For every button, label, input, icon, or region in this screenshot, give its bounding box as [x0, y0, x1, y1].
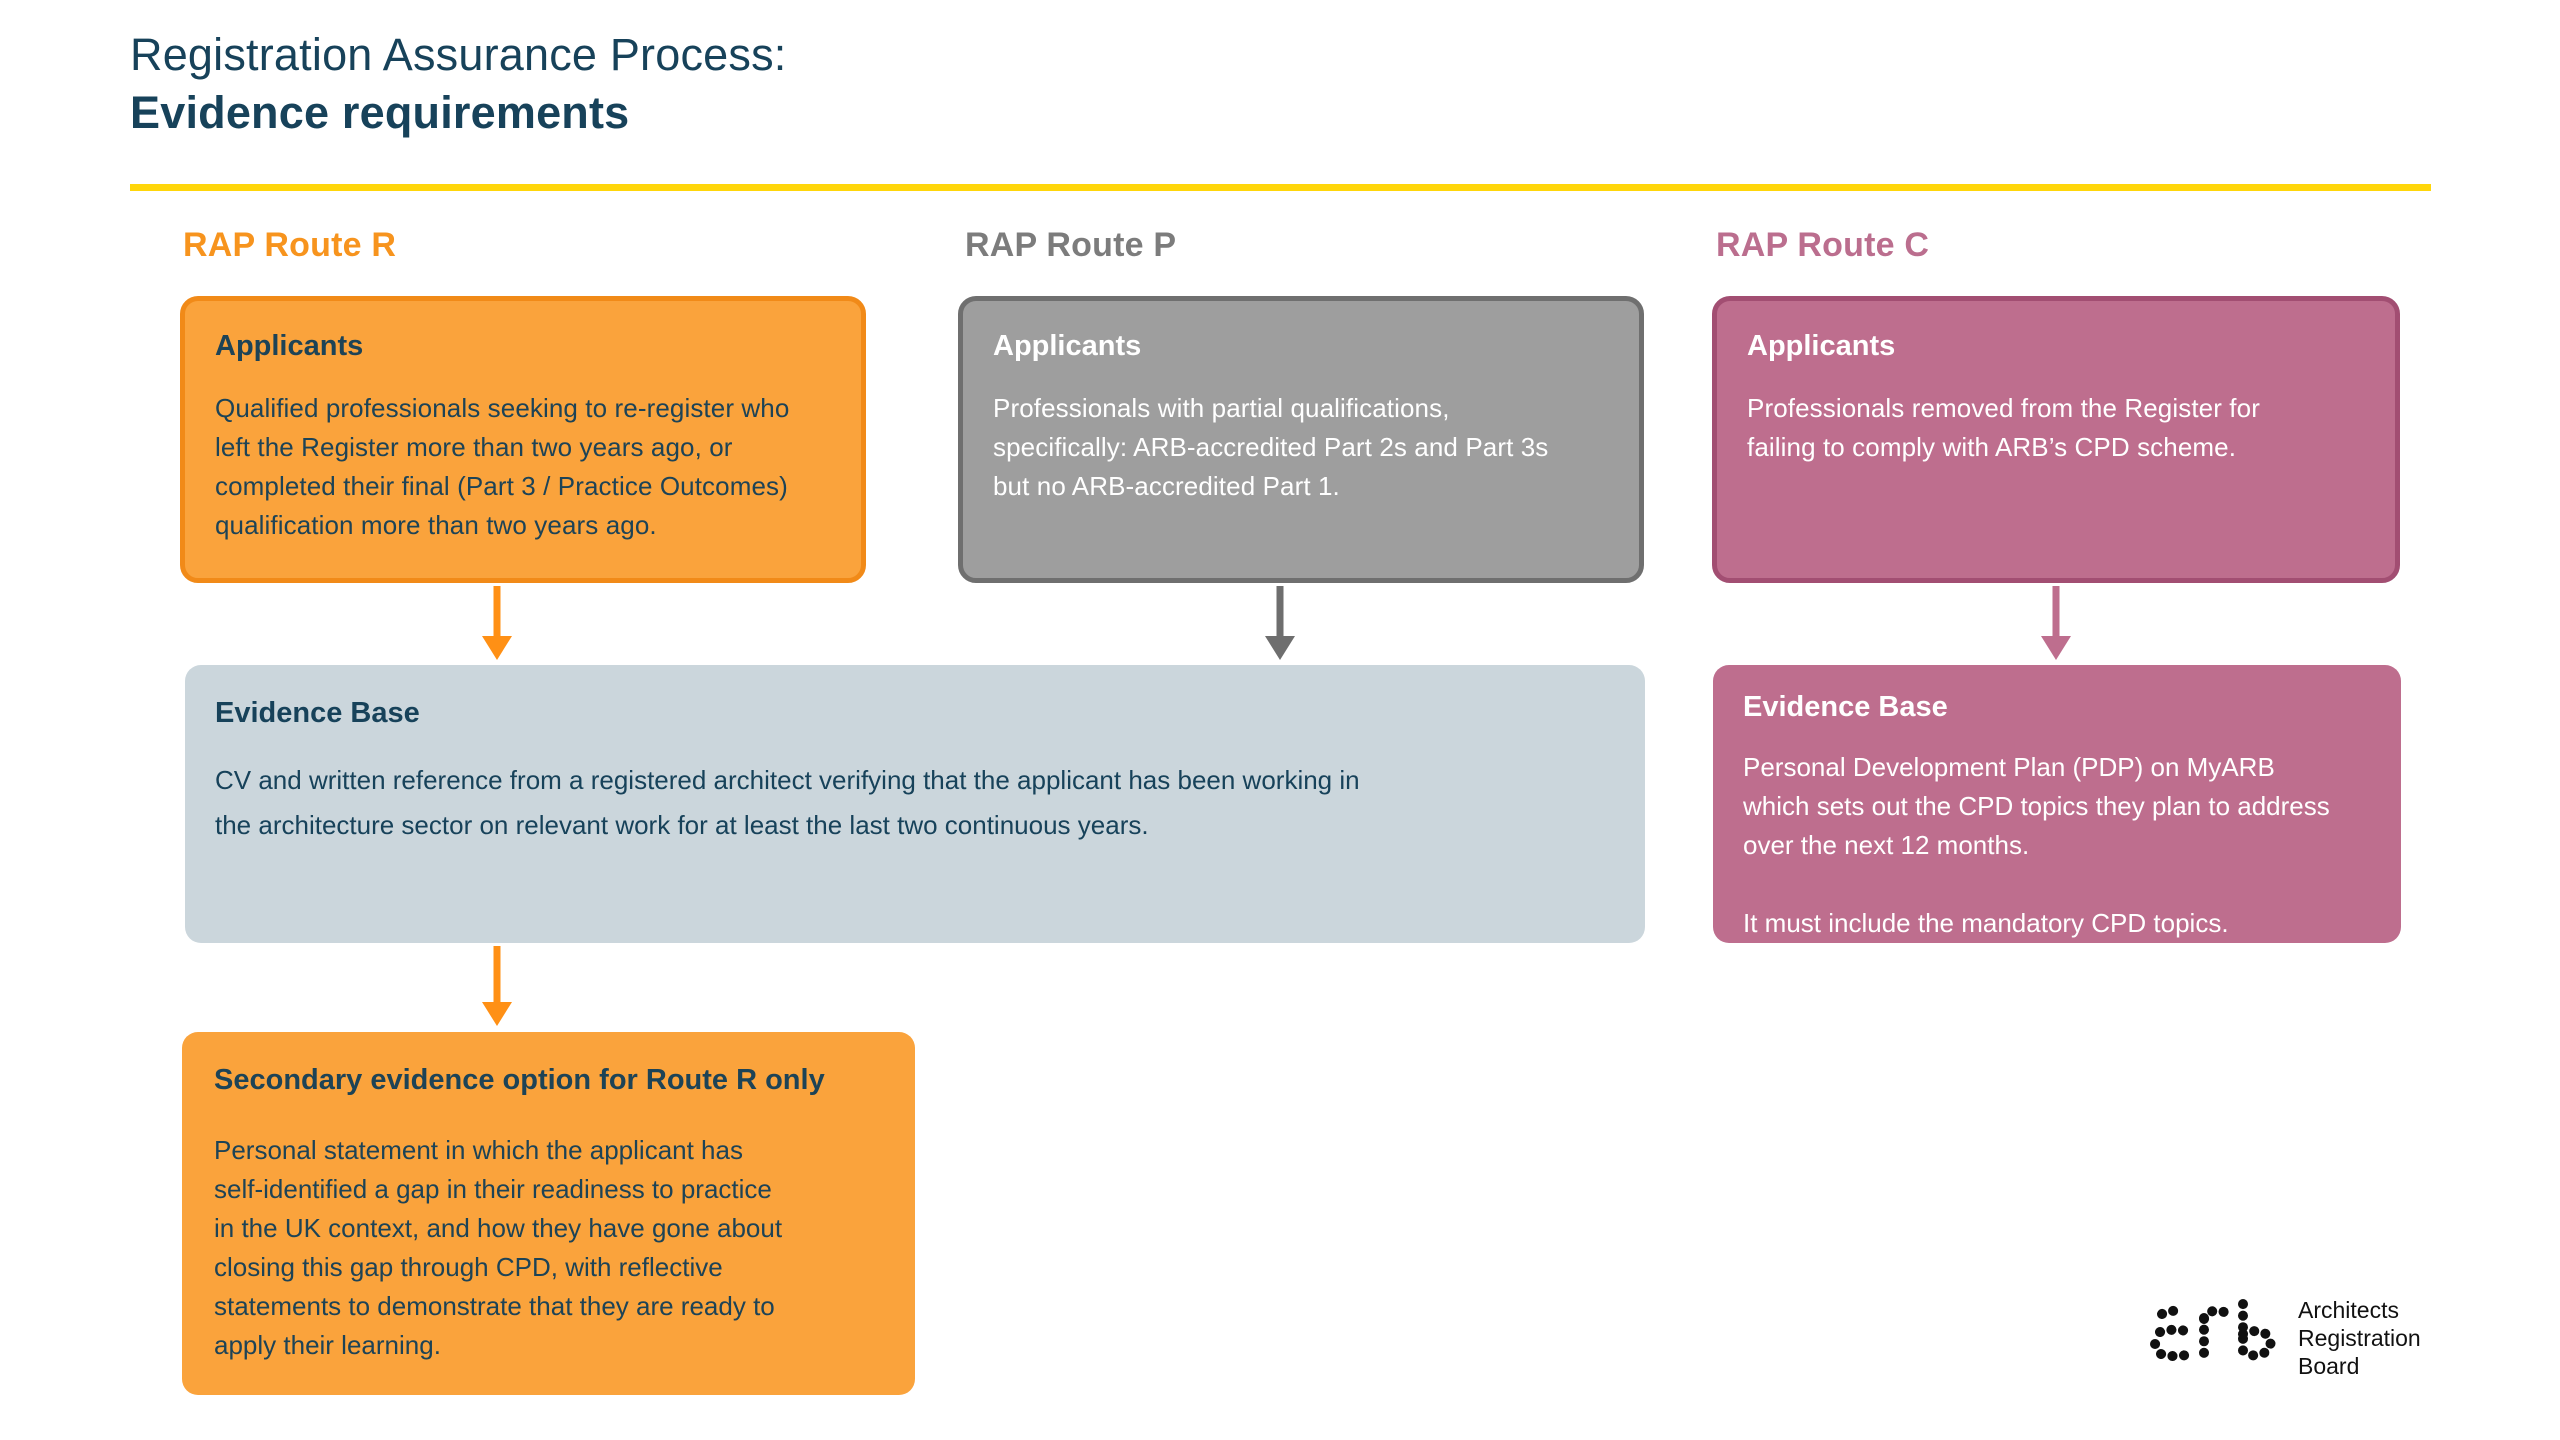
arb-logo-text: Architects Registration Board	[2298, 1296, 2421, 1380]
applicants-body-route-p: Professionals with partial qualification…	[993, 393, 1549, 501]
evidence-base-body-main: CV and written reference from a register…	[215, 765, 1360, 840]
down-arrow-icon-route-c	[2039, 586, 2073, 664]
secondary-evidence-body: Personal statement in which the applican…	[214, 1135, 783, 1360]
page-title-line2: Evidence requirements	[130, 87, 630, 138]
arb-logo-text-line2: Registration	[2298, 1325, 2421, 1351]
applicants-heading-route-c: Applicants	[1747, 330, 1896, 362]
evidence-base-heading-main: Evidence Base	[215, 697, 420, 729]
applicants-heading-route-r: Applicants	[215, 330, 364, 362]
evidence-base-box-main: Evidence Base CV and written reference f…	[185, 665, 1645, 943]
applicants-heading-route-p: Applicants	[993, 330, 1142, 362]
column-header-route-c: RAP Route C	[1716, 226, 1930, 264]
applicants-box-route-p: Applicants Professionals with partial qu…	[958, 296, 1644, 583]
secondary-evidence-box: Secondary evidence option for Route R on…	[182, 1032, 915, 1395]
column-header-route-p: RAP Route P	[965, 226, 1177, 264]
yellow-divider-rule	[130, 184, 2431, 191]
column-header-route-r: RAP Route R	[183, 226, 397, 264]
arb-logo-text-line3: Board	[2298, 1353, 2360, 1379]
applicants-box-route-r: Applicants Qualified professionals seeki…	[180, 296, 866, 583]
arb-logo-text-line1: Architects	[2298, 1297, 2399, 1323]
applicants-box-route-c: Applicants Professionals removed from th…	[1712, 296, 2400, 583]
arb-logo-mark-icon	[2150, 1297, 2282, 1380]
applicants-body-route-c: Professionals removed from the Register …	[1747, 393, 2260, 462]
down-arrow-icon-route-p	[1263, 586, 1297, 664]
secondary-evidence-heading: Secondary evidence option for Route R on…	[214, 1064, 825, 1096]
evidence-base-box-route-c: Evidence Base Personal Development Plan …	[1713, 665, 2401, 943]
down-arrow-icon-secondary	[480, 946, 514, 1030]
applicants-body-route-r: Qualified professionals seeking to re-re…	[215, 393, 790, 540]
evidence-base-heading-route-c: Evidence Base	[1743, 691, 1948, 723]
evidence-base-body-route-c: Personal Development Plan (PDP) on MyARB…	[1743, 752, 2330, 938]
down-arrow-icon-route-r	[480, 586, 514, 664]
page-title-line1: Registration Assurance Process:	[130, 29, 787, 80]
page-title: Registration Assurance Process: Evidence…	[130, 26, 787, 142]
arb-logo: Architects Registration Board	[2150, 1296, 2421, 1380]
